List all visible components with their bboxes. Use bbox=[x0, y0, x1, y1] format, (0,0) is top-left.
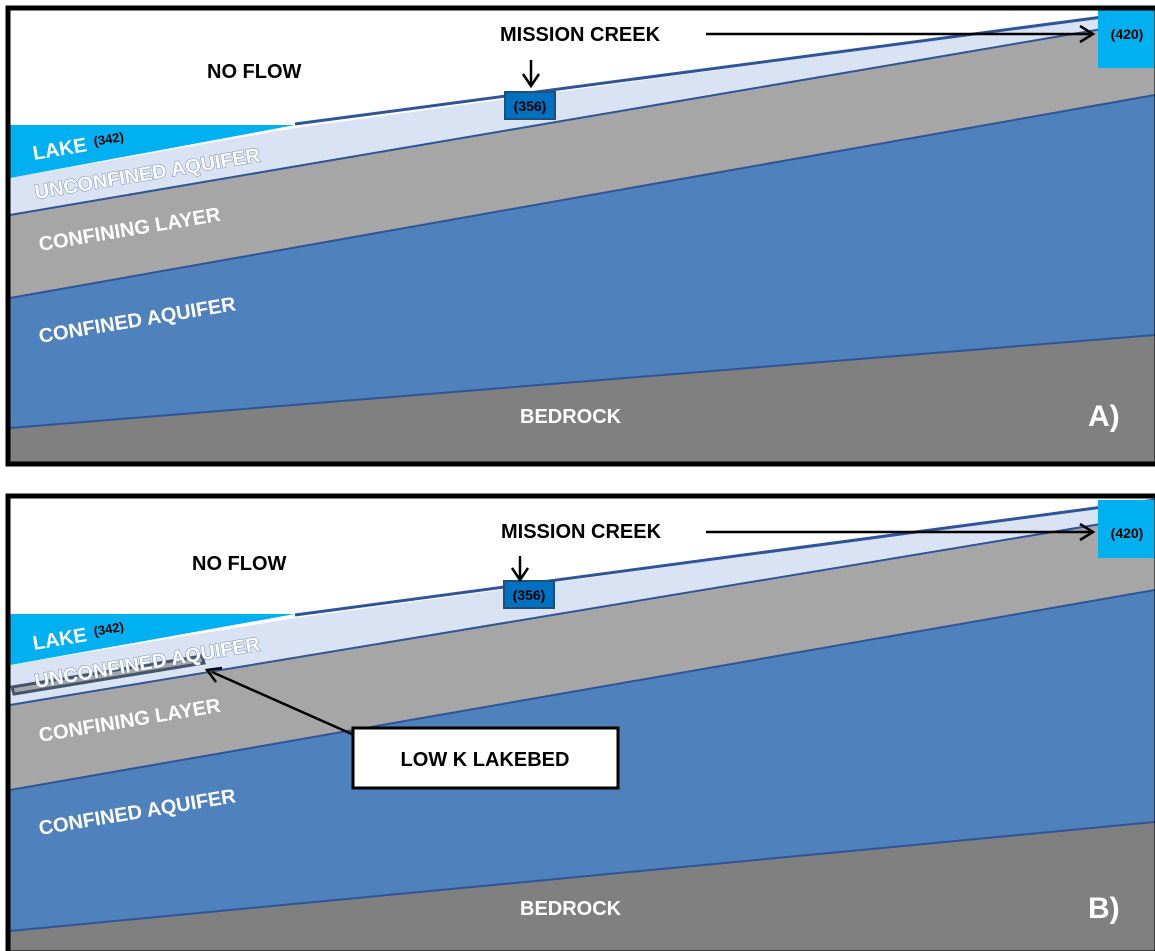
panel-a-confining-layer bbox=[10, 20, 1155, 298]
panel-a-unconfined-aquifer-layer bbox=[10, 10, 1155, 215]
panel-b-unconfined-base-line bbox=[9, 514, 1155, 706]
panel-b-lake bbox=[10, 614, 295, 665]
panel-b-bedrock-label: BEDROCK bbox=[520, 898, 622, 920]
panel-b-lakebed-callout-arrowhead bbox=[204, 666, 223, 683]
panel-a-down-arrowhead bbox=[521, 73, 541, 89]
panel-a-confined-base-line bbox=[9, 334, 1155, 429]
panel-a-confined-aquifer-layer bbox=[10, 95, 1155, 428]
panel-a-bedrock-label: BEDROCK bbox=[520, 406, 622, 428]
panel-a-ground-surface-line bbox=[294, 8, 1155, 126]
panel-b-mission-creek-label: MISSION CREEK bbox=[501, 521, 662, 543]
panel-b-creek-mid-elevation: (356) bbox=[513, 587, 546, 603]
panel-b-creek-cell-top bbox=[1098, 500, 1155, 558]
panel-b-no-flow-label: NO FLOW bbox=[192, 553, 287, 575]
panel-b: NO FLOW MISSION CREEK (356) (420) LAKE (… bbox=[5, 493, 1155, 951]
panel-a-creek-cell-mid bbox=[504, 91, 556, 120]
panel-b-panel-label: B) bbox=[1088, 892, 1120, 925]
panel-a-confining-base-line bbox=[9, 94, 1155, 299]
panel-a-creek-mid-elevation: (356) bbox=[514, 98, 547, 114]
panel-b-ground-surface-line bbox=[294, 498, 1155, 617]
panel-a-lake-elevation: (342) bbox=[93, 129, 125, 149]
panel-b-confining-base-line bbox=[9, 589, 1155, 791]
panel-b-creek-top-elevation: (420) bbox=[1111, 525, 1144, 541]
panel-b-lakebed-callout-label: LOW K LAKEBED bbox=[401, 749, 570, 771]
panel-b-confining-layer bbox=[10, 515, 1155, 790]
panel-b-frame bbox=[5, 493, 1155, 951]
panel-b-lakebed-callout-box bbox=[351, 726, 620, 790]
panel-a-lake bbox=[10, 125, 295, 178]
panel-b-confined-base-line bbox=[9, 821, 1155, 932]
panel-a-creek-arrowhead bbox=[1079, 24, 1096, 44]
panel-a-creek-top-elevation: (420) bbox=[1111, 26, 1144, 42]
panel-b-low-k-lakebed bbox=[10, 654, 206, 696]
panel-a-mission-creek-label: MISSION CREEK bbox=[500, 24, 661, 46]
panel-b-lake-elevation: (342) bbox=[93, 619, 125, 639]
panel-b-unconfined-aquifer-layer bbox=[10, 500, 1155, 705]
panel-b-lakebed-callout-line bbox=[211, 670, 355, 737]
panel-b-bedrock-layer bbox=[10, 822, 1155, 951]
panel-a-frame bbox=[5, 5, 1155, 467]
panel-a-bedrock-layer bbox=[10, 335, 1155, 462]
panel-b-creek-cell-mid bbox=[503, 580, 555, 609]
panel-a-unconfined-base-line bbox=[9, 19, 1155, 216]
panel-a-panel-label: A) bbox=[1088, 400, 1120, 433]
panel-b-creek-arrowhead bbox=[1079, 522, 1096, 542]
panel-a-creek-cell-top bbox=[1098, 10, 1155, 68]
panel-a-no-flow-label: NO FLOW bbox=[207, 61, 302, 83]
panel-b-down-arrowhead bbox=[510, 567, 530, 583]
panel-a: NO FLOW MISSION CREEK (356) (420) LAKE (… bbox=[5, 5, 1155, 467]
